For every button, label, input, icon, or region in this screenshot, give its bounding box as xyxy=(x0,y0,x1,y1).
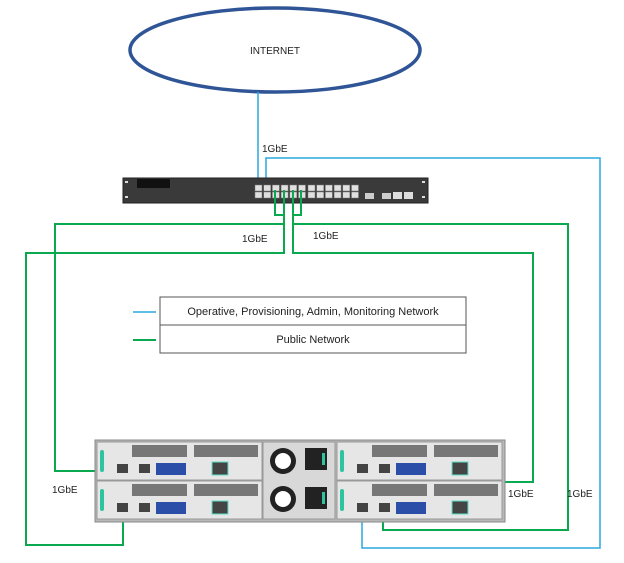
switch-port xyxy=(307,191,316,199)
ethernet-port xyxy=(139,464,150,473)
green-links xyxy=(25,190,569,546)
internet-label: INTERNET xyxy=(250,46,300,57)
node-handle xyxy=(100,489,104,511)
switch-port xyxy=(351,191,359,199)
node-handle xyxy=(100,450,104,472)
switch-port xyxy=(333,184,342,192)
server-node xyxy=(96,441,263,481)
bmc-port xyxy=(451,461,469,476)
vga-port xyxy=(396,502,426,514)
switch-port xyxy=(351,184,359,192)
bmc-port xyxy=(211,461,229,476)
switch-port xyxy=(263,191,271,199)
switch-port xyxy=(307,184,316,192)
ethernet-port xyxy=(117,503,128,512)
public-cable-2 xyxy=(25,190,285,546)
management-cable xyxy=(265,157,601,549)
server-chassis xyxy=(94,439,506,523)
switch-label-plate xyxy=(137,179,170,188)
switch-port xyxy=(325,184,333,192)
ethernet-port xyxy=(379,503,390,512)
server-node xyxy=(96,480,263,520)
switch-port xyxy=(254,184,263,192)
node-handle xyxy=(340,450,344,472)
switch-port xyxy=(263,184,271,192)
legend-item-management: Operative, Provisioning, Admin, Monitori… xyxy=(187,306,439,318)
link-labels: 1GbE 1GbE 1GbE 1GbE 1GbE 1GbE xyxy=(52,144,593,500)
server-node xyxy=(336,480,503,520)
switch-port xyxy=(254,191,263,199)
label-switch-right: 1GbE xyxy=(313,231,339,242)
switch-port xyxy=(325,191,333,199)
vga-port xyxy=(156,463,186,475)
bmc-port xyxy=(451,500,469,515)
switch-port xyxy=(333,191,342,199)
ethernet-port xyxy=(139,503,150,512)
label-server-left: 1GbE xyxy=(52,485,78,496)
ethernet-port xyxy=(357,503,368,512)
label-switch-left: 1GbE xyxy=(242,234,268,245)
legend: Operative, Provisioning, Admin, Monitori… xyxy=(133,296,467,354)
label-server-right-b: 1GbE xyxy=(567,489,593,500)
switch-port xyxy=(316,184,324,192)
ethernet-port xyxy=(117,464,128,473)
ethernet-port xyxy=(379,464,390,473)
public-cable-4 xyxy=(292,190,569,531)
bmc-port xyxy=(211,500,229,515)
label-server-right-a: 1GbE xyxy=(508,489,534,500)
switch-port xyxy=(342,191,351,199)
internet-ellipse xyxy=(128,6,422,94)
blue-links xyxy=(257,92,601,549)
switch-port xyxy=(316,191,324,199)
server-node xyxy=(336,441,503,481)
label-uplink: 1GbE xyxy=(262,144,288,155)
vga-port xyxy=(156,502,186,514)
vga-port xyxy=(396,463,426,475)
legend-item-public: Public Network xyxy=(276,334,350,346)
ethernet-port xyxy=(357,464,368,473)
switch-port xyxy=(342,184,351,192)
node-handle xyxy=(340,489,344,511)
